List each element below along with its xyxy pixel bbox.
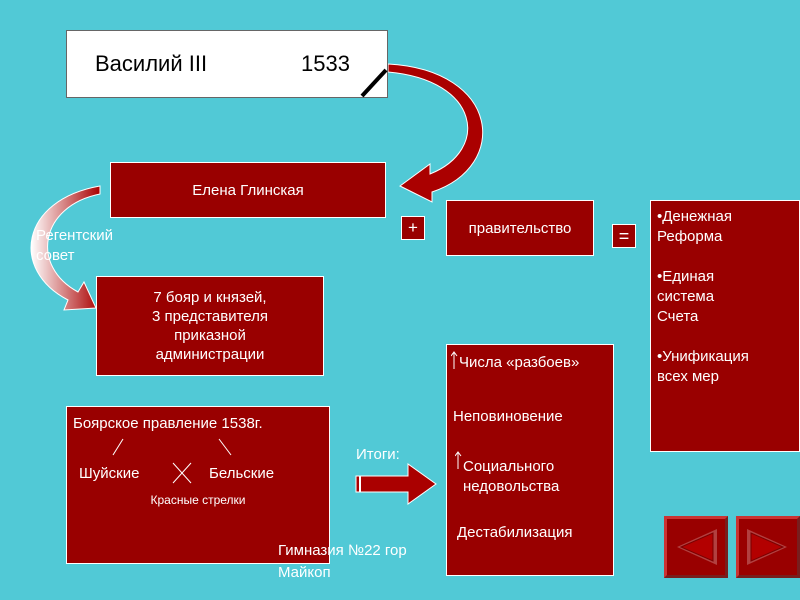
government-box: правительство xyxy=(446,200,594,256)
consequence-item: Числа «разбоев» xyxy=(459,354,580,371)
plus-sign: + xyxy=(401,216,425,240)
consequence-item: Дестабилизация xyxy=(457,524,573,541)
forward-arrow-icon xyxy=(747,529,787,565)
arrow-left-icon xyxy=(112,438,124,456)
reforms-box: •Денежная Реформа •Единая система Счета … xyxy=(650,200,800,452)
title-year: 1533 xyxy=(301,51,350,76)
up-arrow-icon xyxy=(455,451,462,469)
title-box: Василий III 1533 xyxy=(66,30,388,98)
nav-prev-button[interactable] xyxy=(664,516,728,578)
rule-marks xyxy=(112,438,232,484)
consequence-item: Социального недовольства xyxy=(463,458,560,495)
equals-sign: = xyxy=(612,224,636,248)
slash-mark-icon xyxy=(360,68,388,98)
nav-next-button[interactable] xyxy=(736,516,800,578)
consequence-item: Неповиновение xyxy=(453,408,563,425)
reform-item: •Единая система Счета xyxy=(657,268,715,325)
consequences-box: Числа «разбоев» Неповиновение Социальног… xyxy=(446,344,614,576)
curved-arrow-title-to-elena xyxy=(387,63,484,203)
elena-glinskaya-box: Елена Глинская xyxy=(110,162,386,218)
up-arrow-icon xyxy=(451,351,458,369)
title-name: Василий III xyxy=(95,51,208,76)
boyars-box: 7 бояр и князей, 3 представителя приказн… xyxy=(96,276,324,376)
back-arrow-icon xyxy=(677,529,717,565)
belsky-label: Бельские xyxy=(209,465,275,482)
regency-council-label: Регентский совет xyxy=(36,227,113,264)
red-arrows-label: Красные стрелки xyxy=(150,493,246,507)
footer-text: Гимназия №22 гор Майкоп xyxy=(278,542,407,581)
boyar-rule-title: Боярское правление 1538г. xyxy=(73,415,263,432)
arrow-right-icon xyxy=(218,438,232,456)
reform-item: •Унификация всех мер xyxy=(657,348,749,385)
results-arrow-icon xyxy=(355,463,437,505)
results-label: Итоги: xyxy=(356,446,400,463)
shuisky-label: Шуйские xyxy=(79,465,140,482)
crossed-swords-icon xyxy=(172,462,192,484)
boyar-rule-box: Боярское правление 1538г. Шуйские Бельск… xyxy=(66,406,330,564)
reform-item: •Денежная Реформа xyxy=(657,208,732,245)
